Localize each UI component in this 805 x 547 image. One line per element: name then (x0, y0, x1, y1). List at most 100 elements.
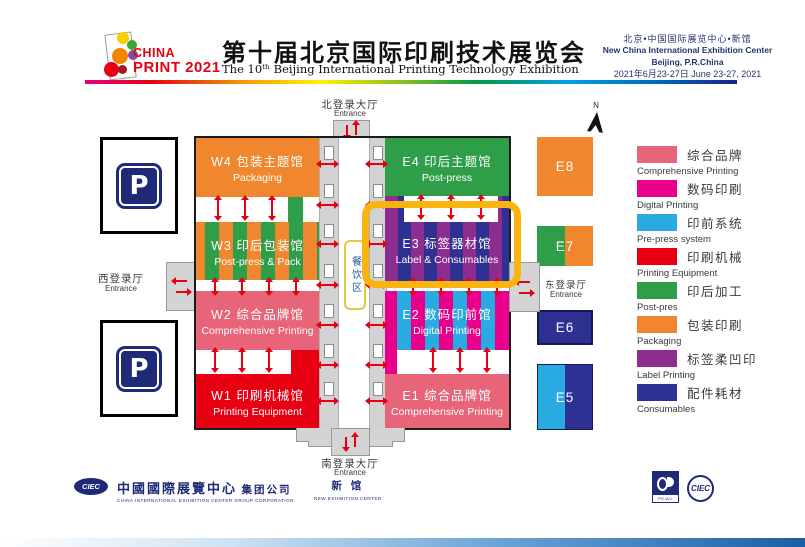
venue-cn: 北京•中国国际展览中心•新馆 (623, 34, 752, 44)
hall-e8: E8 (537, 137, 593, 196)
corridor-flow-arrow-icon (316, 201, 339, 209)
hall-w3: W3 印后包装馆 Post-press & Pack (196, 222, 319, 280)
page-title-en: The 10ᵗʰ Beijing International Printing … (222, 62, 579, 76)
legend-label-en: Digital Printing (637, 200, 699, 211)
corridor-flow-arrow-icon (316, 240, 339, 248)
venue-city: Beijing, P.R.China (651, 56, 724, 67)
arrow-up-icon (352, 120, 360, 135)
parking-icon: P (116, 162, 162, 209)
legend-swatch (637, 248, 677, 265)
logo-dot-red (104, 62, 119, 77)
legend-item: 包装印刷 Packaging (637, 316, 805, 350)
peiac-logo-mark (653, 472, 678, 495)
legend-label-cn: 配件耗材 (687, 387, 744, 401)
arrow-down-icon (342, 437, 350, 452)
hall-e1-label-cn: E1 综合品牌馆 (402, 388, 492, 403)
hall-w1-label-cn: W1 印刷机械馆 (211, 388, 304, 403)
hall-flow-arrow-icon (429, 347, 437, 373)
door-marker (373, 264, 383, 278)
corridor-flow-arrow-icon (316, 281, 339, 289)
south-entrance-stub (331, 428, 370, 456)
legend-swatch (637, 316, 677, 333)
hall-e2: E2 数码印前馆 Digital Printing (385, 291, 509, 350)
hall-flow-arrow-icon (211, 277, 219, 296)
hall-w2: W2 综合品牌馆 Comprehensive Printing (196, 291, 319, 350)
hall-flow-arrow-icon (214, 195, 222, 221)
peiac-logo-text: PEIAC (653, 495, 678, 502)
hall-flow-arrow-icon (292, 277, 300, 296)
logo-dot-yellow (117, 32, 129, 44)
legend-label-cn: 包装印刷 (687, 319, 744, 333)
door-marker (324, 184, 334, 198)
legend-label-cn: 印前系统 (687, 217, 744, 231)
hall-e3-label-en: Label & Consumables (395, 254, 499, 266)
compass-arrow-icon (586, 111, 606, 133)
hall-w1-label-en: Printing Equipment (213, 405, 302, 418)
hall-e7-label: E7 (555, 238, 575, 254)
arrow-left-icon (171, 277, 187, 285)
hall-w2-label-en: Comprehensive Printing (201, 325, 314, 337)
legend-label-en: Post-pres (637, 302, 678, 313)
e3-highlight-ring (362, 201, 521, 288)
new-hall-cn: 新 馆 (331, 480, 365, 492)
door-marker (373, 224, 383, 238)
hall-flow-arrow-icon (265, 277, 273, 296)
west-entrance-label-cn: 西登录厅 (98, 273, 144, 285)
parking-lot-south: P (100, 320, 178, 417)
legend-label-en: Comprehensive Printing (637, 166, 739, 177)
legend-label-cn: 数码印刷 (687, 183, 744, 197)
hall-e4-label-cn: E4 印后主题馆 (402, 154, 492, 169)
compass: N (584, 101, 608, 133)
hall-e2-label-en: Digital Printing (413, 325, 481, 337)
peiac-logo: PEIAC (652, 471, 679, 503)
south-entrance-label-cn: 南登录大厅 (321, 458, 379, 470)
legend-swatch (637, 146, 677, 163)
w3-green-stripe-extension (288, 197, 303, 222)
east-entrance-label-cn: 东登录厅 (544, 280, 587, 291)
legend-swatch (637, 282, 677, 299)
parking-letter: P (119, 348, 159, 389)
logo-line1: CHINA (133, 46, 176, 60)
hall-e2-label-cn: E2 数码印前馆 (402, 308, 492, 322)
north-entrance-label-cn: 北登录大厅 (321, 99, 379, 111)
group-name-block: 中國國際展覽中心 集团公司 CHINA INTERNATIONAL EXHIBI… (117, 478, 294, 503)
compass-n-label: N (593, 101, 599, 110)
parking-icon: P (116, 345, 162, 392)
footer-left: CIEC 中國國際展覽中心 集团公司 CHINA INTERNATIONAL E… (74, 478, 382, 503)
legend-label-cn: 标签柔凹印 (687, 353, 758, 367)
arrow-up-icon (351, 432, 359, 447)
hall-e6: E6 (537, 310, 593, 345)
hall-flow-arrow-icon (241, 195, 249, 221)
corridor-flow-arrow-icon (316, 321, 339, 329)
hall-flow-arrow-icon (265, 347, 273, 373)
arrow-right-icon (519, 288, 535, 297)
logo-line2: PRINT 2021 (133, 58, 221, 76)
hall-e8-label: E8 (555, 159, 575, 174)
hall-flow-arrow-icon (483, 347, 491, 373)
event-dates: 2021年6月23-27日 June 23-27, 2021 (613, 69, 762, 80)
chinaprint-logo-icon (104, 31, 138, 81)
south-entrance-label-en: Entrance (333, 468, 367, 477)
door-marker (324, 382, 334, 396)
corridor-flow-arrow-icon (365, 321, 388, 329)
hall-flow-arrow-icon (268, 195, 276, 221)
dining-area-label: 餐饮区 (349, 255, 361, 295)
hall-flow-arrow-icon (456, 347, 464, 373)
legend-label-en: Label Printing (637, 370, 696, 381)
door-marker (373, 146, 383, 160)
legend-item: 标签柔凹印 Label Printing (637, 350, 805, 384)
legend-label-cn: 印后加工 (687, 285, 744, 299)
hall-e1: E1 综合品牌馆 Comprehensive Printing (385, 374, 509, 428)
hall-w3-label-cn: W3 印后包装馆 (211, 238, 304, 253)
door-marker (324, 264, 334, 278)
hall-e5: E5 (537, 364, 593, 430)
venue-en: New China International Exhibition Cente… (602, 45, 773, 56)
door-marker (373, 184, 383, 198)
arrow-down-icon (343, 125, 351, 140)
hall-flow-arrow-icon (238, 277, 246, 296)
legend-label-en: Printing Equipment (637, 268, 718, 279)
door-marker (324, 146, 334, 160)
corridor-flow-arrow-icon (365, 160, 388, 168)
legend-label-cn: 印刷机械 (687, 251, 744, 265)
